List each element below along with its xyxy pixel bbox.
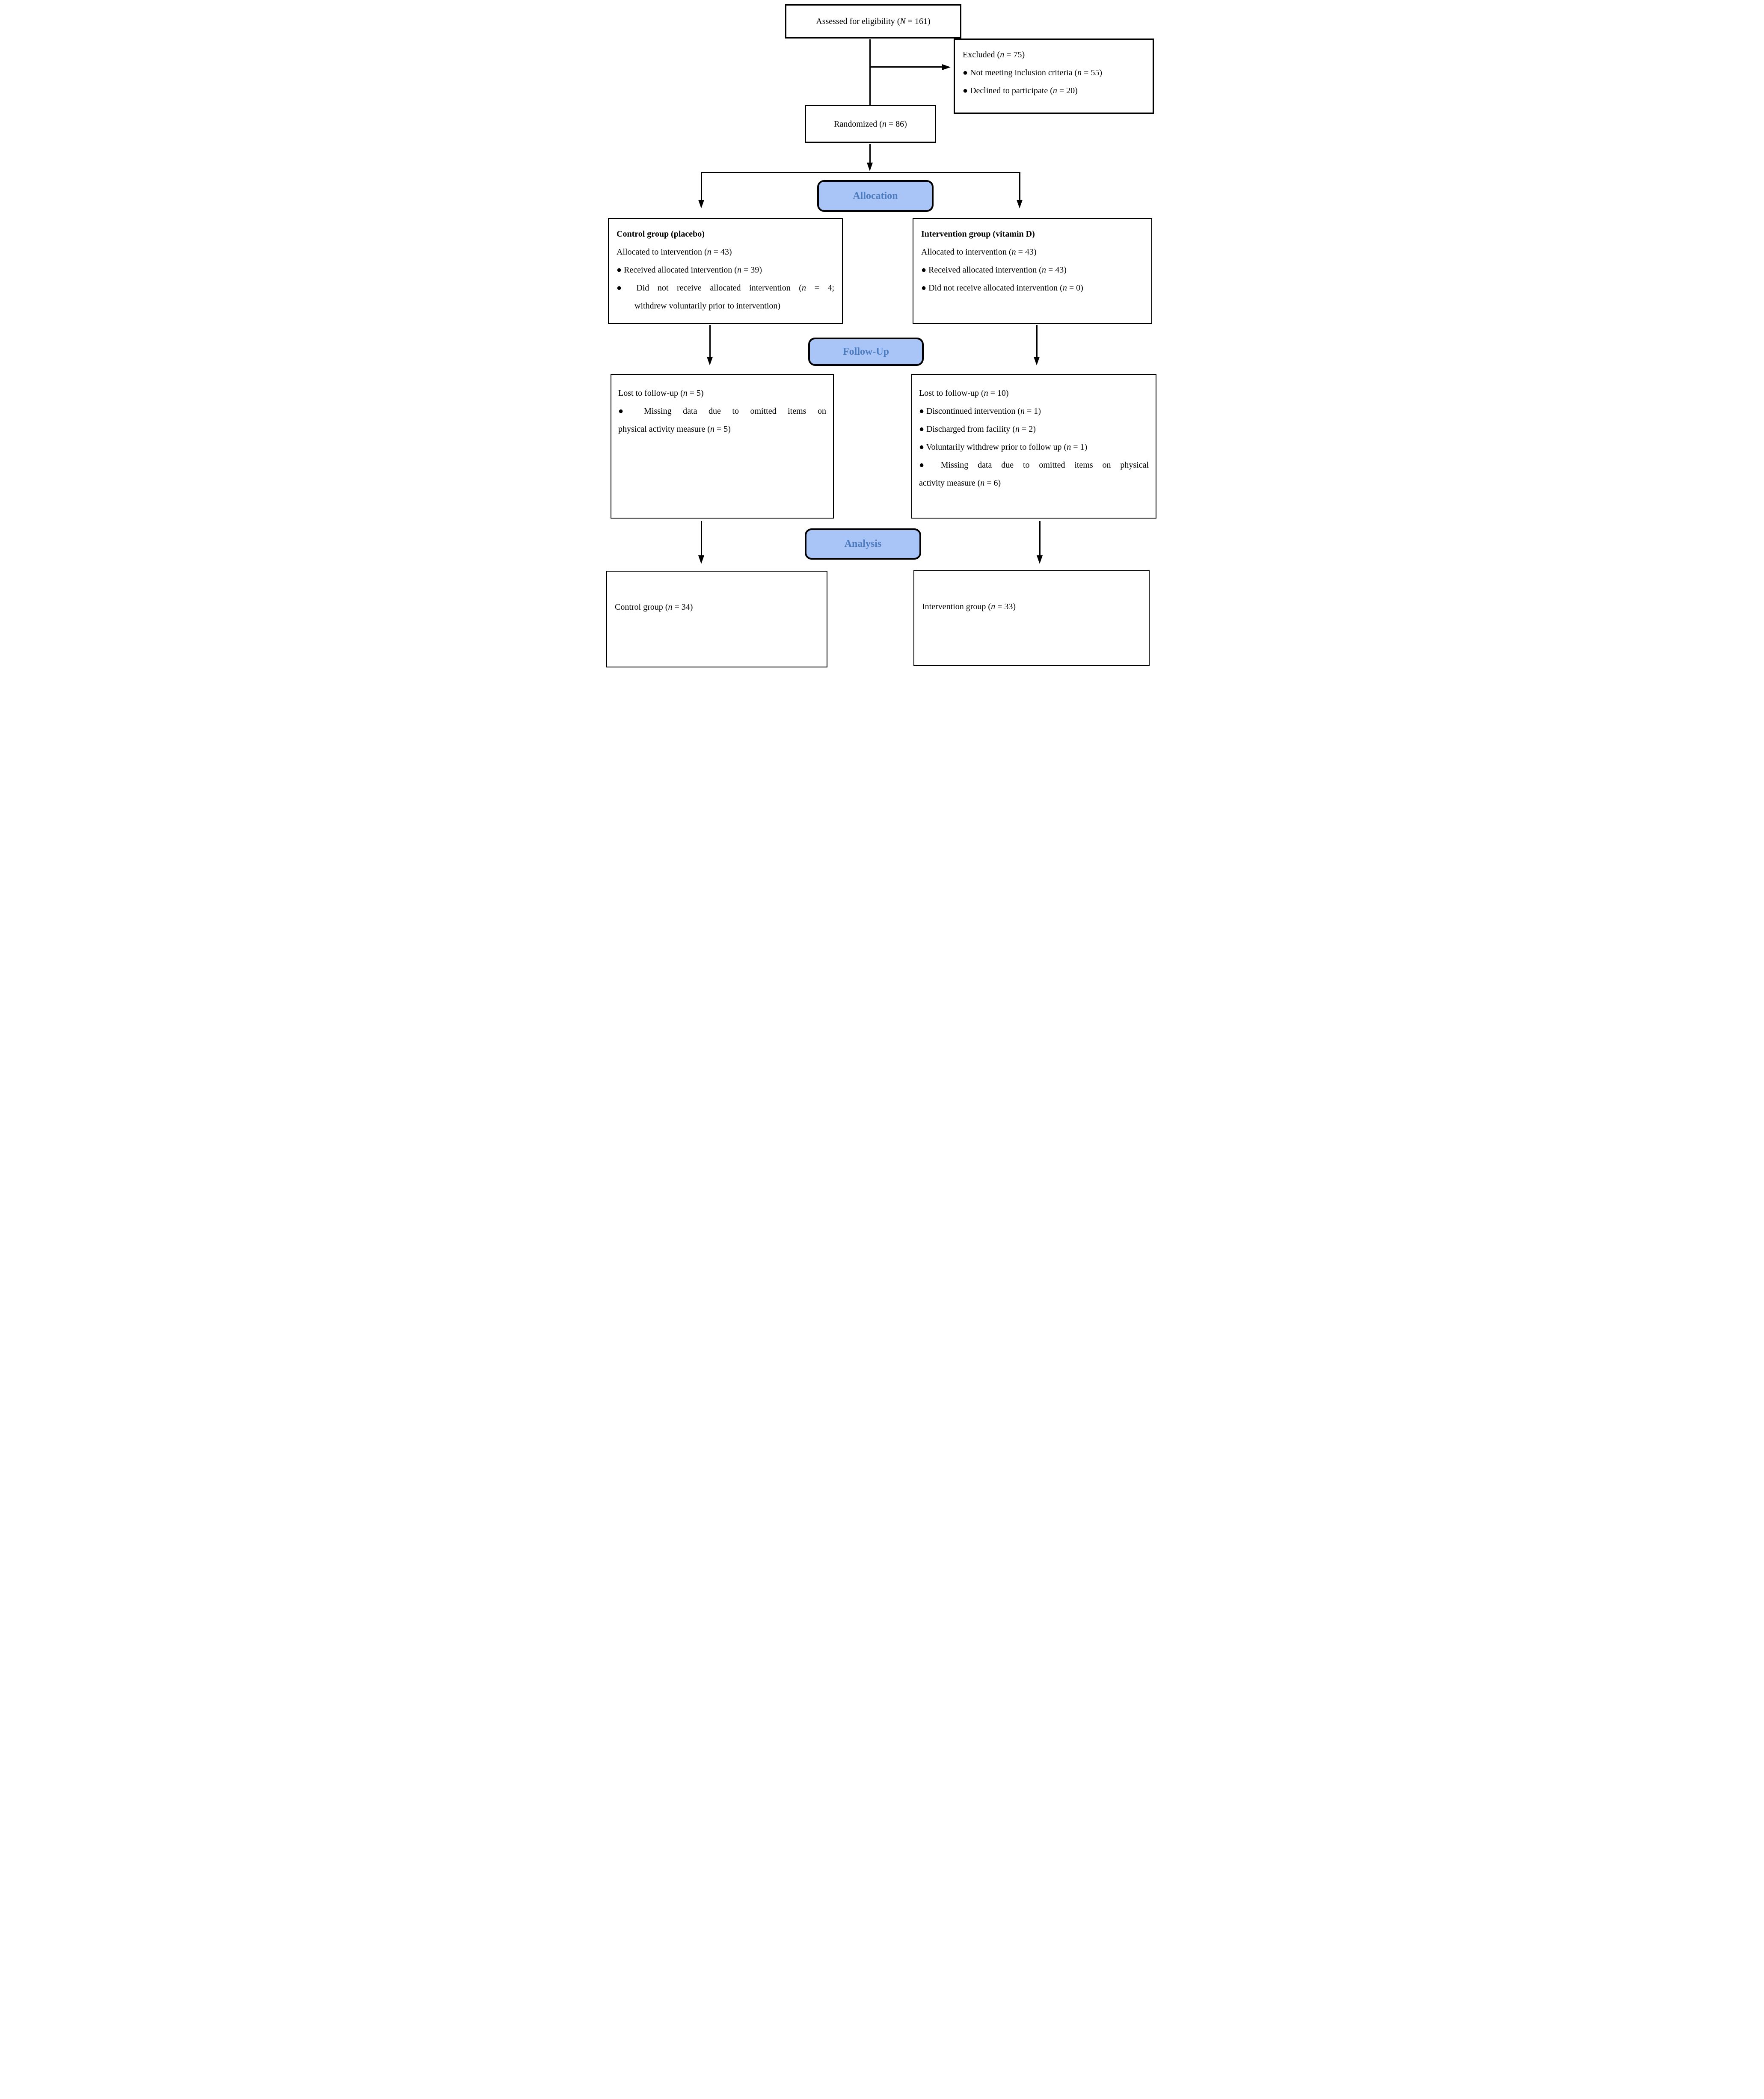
arrowhead-branch-left [698,200,704,208]
arrowhead-excluded [942,64,951,70]
stage-analysis: Analysis [805,528,921,560]
box-text-line: Intervention group (vitamin D) [921,229,1035,239]
connector-control-followup [709,325,711,357]
connector-branch-right [1019,173,1020,200]
box-text-line: ● Voluntarily withdrew prior to follow u… [919,442,1088,452]
box-text-line: activity measure (n = 6) [919,478,1001,488]
box-text-line: ● Missing data due to omitted items on p… [919,460,1149,470]
control-followup-box: Lost to follow-up (n = 5) ● Missing data … [611,374,834,519]
arrowhead-control-followup [707,357,713,365]
arrowhead-branch-right [1017,200,1023,208]
stage-allocation: Allocation [817,180,934,212]
box-text-line: withdrew voluntarily prior to interventi… [634,301,781,311]
control-analysis-box: Control group (n = 34) [606,571,827,667]
box-text-line: ● Received allocated intervention (n = 3… [617,265,762,275]
connector-control-analysis [701,521,702,555]
box-text-line: Randomized (n = 86) [834,119,907,129]
intervention-analysis-box: Intervention group (n = 33) [913,570,1150,666]
arrowhead-control-analysis [698,555,704,564]
box-text-line: Allocated to intervention (n = 43) [617,247,732,257]
box-text-line: ● Received allocated intervention (n = 4… [921,265,1067,275]
randomized-box: Randomized (n = 86) [805,105,936,143]
box-text-line: ● Did not receive allocated intervention… [921,283,1083,293]
box-text-line: ● Missing data due to omitted items on [618,406,826,416]
assessed-eligibility-box: Assessed for eligibility (N = 161) [785,4,961,39]
consort-flow-diagram: Assessed for eligibility (N = 161) Exclu… [600,0,1164,672]
control-allocation-box: Control group (placebo) Allocated to inte… [608,218,843,324]
connector-branch-line [701,172,1020,173]
arrowhead-intervention-followup [1034,357,1040,365]
arrowhead-intervention-analysis [1037,555,1043,564]
intervention-followup-box: Lost to follow-up (n = 10) ● Discontinued… [911,374,1156,519]
box-text-line: Intervention group (n = 33) [922,602,1016,611]
connector-branch-left [701,173,702,200]
box-text-line: ● Declined to participate (n = 20) [963,86,1078,95]
arrowhead-randomized [867,163,873,171]
box-text-line: ● Discontinued intervention (n = 1) [919,406,1041,416]
box-text-line: ● Not meeting inclusion criteria (n = 55… [963,68,1103,77]
box-text-line: Control group (placebo) [617,229,705,239]
connector-to-excluded [870,66,944,68]
box-text-line: physical activity measure (n = 5) [618,424,731,434]
connector-intervention-analysis [1039,521,1041,555]
box-text-line: ● Discharged from facility (n = 2) [919,424,1036,434]
box-text-line: Assessed for eligibility (N = 161) [816,17,931,26]
connector-intervention-followup [1036,325,1038,357]
connector-randomized-down [869,144,871,163]
box-text-line: Lost to follow-up (n = 10) [919,388,1009,398]
box-text-line: Allocated to intervention (n = 43) [921,247,1037,257]
box-text-line: Excluded (n = 75) [963,50,1025,59]
excluded-box: Excluded (n = 75) ● Not meeting inclusion… [954,39,1154,114]
box-text-line: ● Did not receive allocated intervention… [617,283,835,293]
box-text-line: Control group (n = 34) [615,602,693,612]
connector-assessed-to-randomized [869,39,871,105]
stage-followup: Follow-Up [808,338,924,366]
intervention-allocation-box: Intervention group (vitamin D) Allocated … [913,218,1152,324]
box-text-line: Lost to follow-up (n = 5) [618,388,704,398]
